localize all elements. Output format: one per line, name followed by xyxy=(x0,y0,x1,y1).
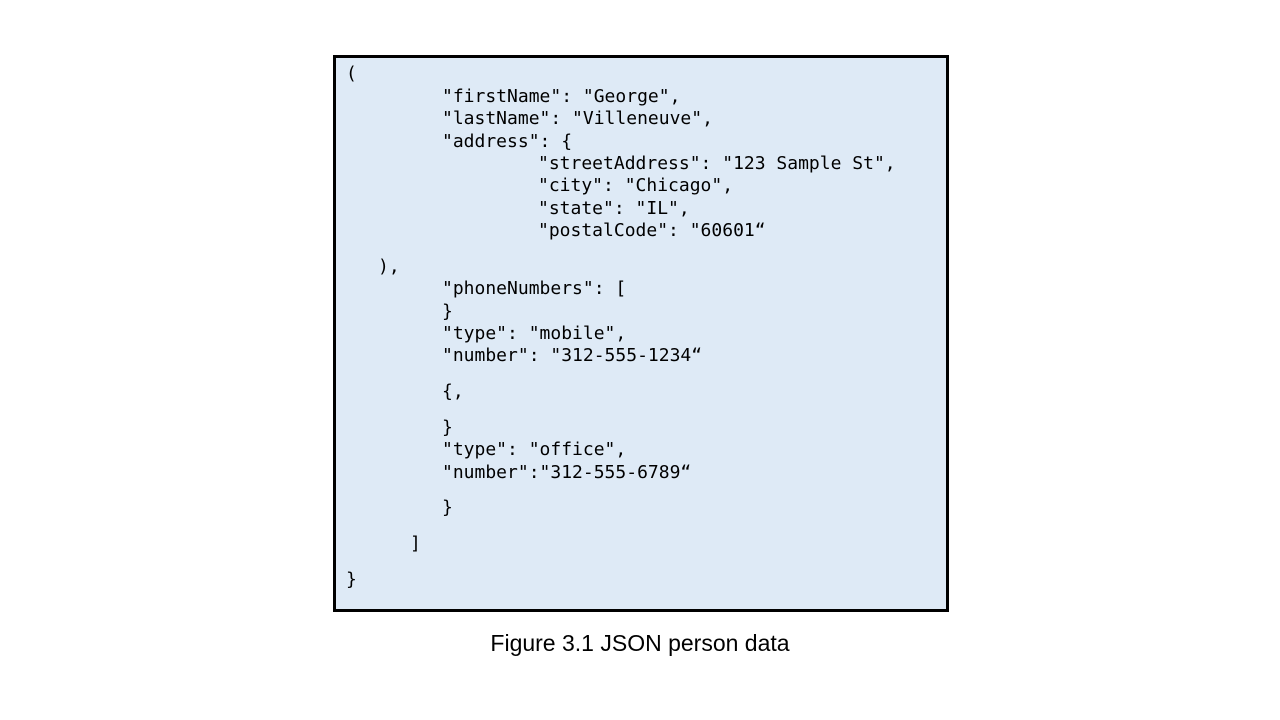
code-line-2: "firstName": "George", xyxy=(442,86,681,107)
code-line-18: } xyxy=(442,497,453,518)
code-line-15: } xyxy=(442,417,453,438)
code-line-20: } xyxy=(346,569,357,590)
code-line-10: "phoneNumbers": [ xyxy=(442,278,627,299)
code-line-9: ), xyxy=(378,256,400,277)
code-line-4: "address": { xyxy=(442,131,573,152)
figure-caption: Figure 3.1 JSON person data xyxy=(490,630,790,656)
code-line-6: "city": "Chicago", xyxy=(538,175,734,196)
code-line-19: ] xyxy=(410,533,421,554)
code-line-14: {, xyxy=(442,381,464,402)
code-line-11: } xyxy=(442,301,453,322)
code-line-16: "type": "office", xyxy=(442,439,627,460)
code-line-1: ( xyxy=(346,63,357,84)
code-line-12: "type": "mobile", xyxy=(442,323,627,344)
code-line-8: "postalCode": "60601“ xyxy=(538,220,766,241)
code-line-17: "number":"312-555-6789“ xyxy=(442,462,692,483)
code-line-5: "streetAddress": "123 Sample St", xyxy=(538,153,896,174)
code-line-7: "state": "IL", xyxy=(538,198,690,219)
json-code-box: ( "firstName": "George", "lastName": "Vi… xyxy=(333,55,949,612)
code-line-3: "lastName": "Villeneuve", xyxy=(442,108,713,129)
code-line-13: "number": "312-555-1234“ xyxy=(442,345,703,366)
